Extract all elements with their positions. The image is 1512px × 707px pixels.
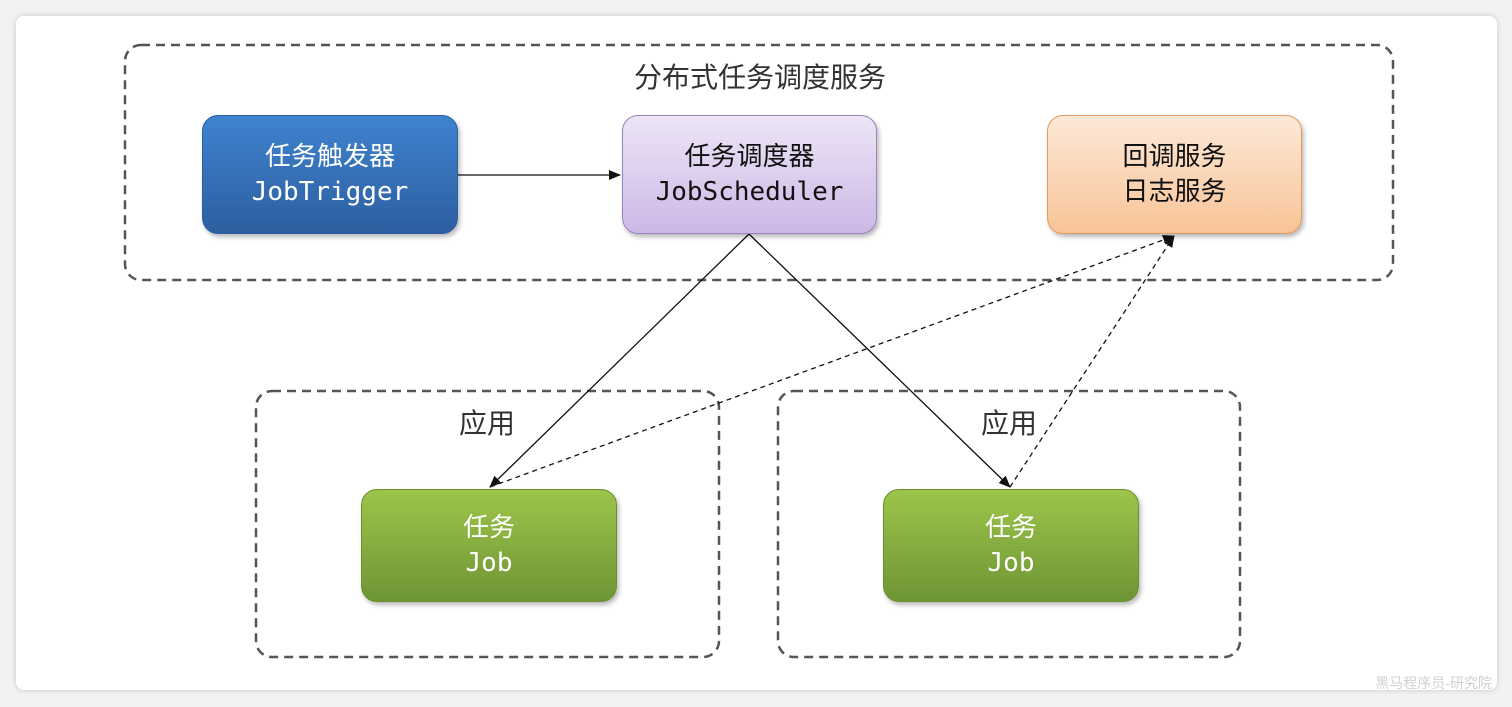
job-right-name: Job — [987, 547, 1035, 578]
job-node-right: 任务 Job — [883, 489, 1139, 602]
arrow-scheduler-to-job-left — [489, 233, 750, 488]
job-trigger-node: 任务触发器 JobTrigger — [202, 115, 458, 234]
job-trigger-title: 任务触发器 — [264, 141, 395, 172]
app-right-group-label: 应用 — [980, 407, 1037, 440]
callback-service-title: 回调服务 — [1122, 141, 1227, 172]
callback-service-node: 回调服务 日志服务 — [1047, 115, 1302, 234]
app-right-group-border — [776, 389, 1242, 659]
job-trigger-name: JobTrigger — [251, 176, 409, 207]
watermark-text: 黑马程序员-研究院 — [1375, 676, 1492, 692]
service-group-border — [123, 43, 1395, 282]
job-right-title: 任务 — [984, 512, 1037, 543]
service-group-label: 分布式任务调度服务 — [633, 61, 886, 94]
log-service-title: 日志服务 — [1122, 176, 1227, 207]
arrow-job-left-to-callback — [489, 235, 1175, 488]
job-scheduler-name: JobScheduler — [655, 176, 844, 207]
job-left-title: 任务 — [462, 512, 515, 543]
job-scheduler-node: 任务调度器 JobScheduler — [622, 115, 877, 234]
app-left-group-border — [254, 389, 721, 659]
arrow-job-right-to-callback — [1009, 235, 1175, 488]
job-left-name: Job — [465, 547, 513, 578]
job-scheduler-title: 任务调度器 — [684, 141, 815, 172]
arrow-scheduler-to-job-right — [748, 233, 1011, 488]
job-node-left: 任务 Job — [361, 489, 617, 602]
app-left-group-label: 应用 — [458, 407, 515, 440]
